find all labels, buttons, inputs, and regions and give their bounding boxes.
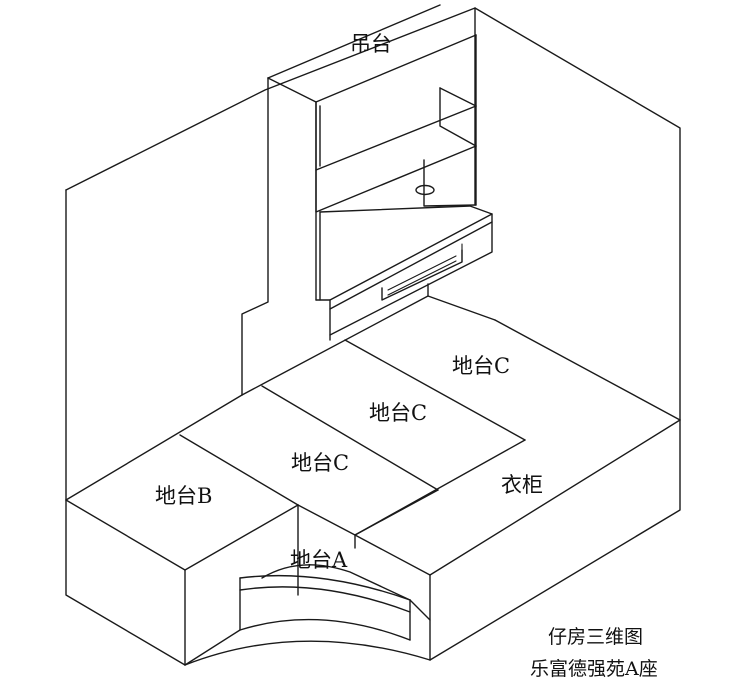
platform-b-block	[65, 499, 356, 666]
wardrobe-label: 衣柜	[501, 473, 543, 497]
hanging-cabinet-label: 吊台	[350, 32, 392, 56]
platform-c-middle-label: 地台C	[369, 401, 427, 425]
caption-subtitle: 乐富德强苑A座	[530, 658, 658, 680]
platform-a-label: 地台A	[290, 548, 348, 572]
platform-tops	[65, 295, 681, 576]
platform-a-step	[184, 564, 431, 666]
platform-c-front-label: 地台C	[291, 451, 349, 475]
caption-title: 仔房三维图	[548, 626, 643, 648]
wardrobe-block	[354, 419, 681, 661]
platform-c-back-label: 地台C	[452, 354, 510, 378]
platform-b-label: 地台B	[155, 484, 212, 508]
room-walls	[65, 7, 681, 501]
cable-grommet-icon	[415, 184, 435, 196]
hanging-cabinet	[241, 4, 493, 396]
